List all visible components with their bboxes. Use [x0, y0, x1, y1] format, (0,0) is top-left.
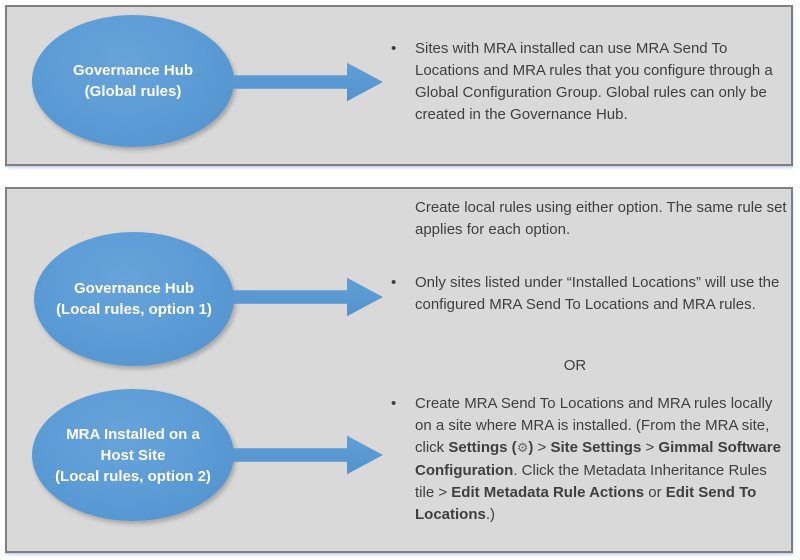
local-option1-bullet-text: Only sites listed under “Installed Locat…: [415, 274, 780, 313]
bullet-segment: . Click the Metadata Inheritance Rules t…: [415, 462, 767, 501]
or-separator-label: OR: [563, 357, 587, 374]
ellipse-label-line: Governance Hub: [73, 280, 195, 297]
arrow-right-icon: [233, 62, 383, 102]
local-option2-bullet-text: Create MRA Send To Locations and MRA rul…: [415, 393, 787, 526]
bullet-segment-bold: ): [528, 439, 534, 456]
bullet-segment: .): [485, 506, 496, 523]
global-rules-bullet: • Sites with MRA installed can use MRA S…: [391, 38, 781, 126]
bullet-segment-bold: Gimmal Software Configuration: [415, 439, 781, 479]
local-option1-bullet: • Only sites listed under “Installed Loc…: [391, 272, 781, 316]
mra-host-site-ellipse: MRA Installed on a Host Site (Local rule…: [32, 389, 234, 521]
settings-gear-icon: ⚙: [516, 441, 529, 456]
bullet-marker: •: [391, 40, 397, 57]
bullet-segment-bold: Settings (: [448, 439, 517, 456]
bullet-marker: •: [391, 274, 397, 291]
ellipse-label-line: Governance Hub: [72, 62, 194, 79]
bullet-segment-bold: Edit Metadata Rule Actions: [451, 484, 645, 501]
local-rules-intro-text: Create local rules using either option. …: [415, 199, 787, 238]
arrow-right-icon: [233, 435, 383, 475]
ellipse-label-line: (Global rules): [84, 83, 182, 100]
bullet-segment: Create MRA Send To Locations and MRA rul…: [415, 395, 773, 456]
bullet-segment: >: [533, 439, 551, 456]
bullet-segment: or: [644, 484, 666, 501]
ellipse-label-line: Host Site: [100, 446, 166, 464]
global-rules-panel: Governance Hub (Global rules) • Sites wi…: [5, 5, 793, 166]
ellipse-label-line: (Local rules, option 2): [55, 467, 211, 485]
bullet-marker: •: [391, 395, 397, 412]
arrow-right-icon: [233, 277, 383, 317]
global-rules-bullet-text: Sites with MRA installed can use MRA Sen…: [415, 40, 773, 123]
governance-hub-global-ellipse: Governance Hub (Global rules): [32, 15, 234, 147]
ellipse-label-line: (Local rules, option 1): [56, 301, 212, 318]
local-rules-panel: Create local rules using either option. …: [5, 187, 793, 553]
bullet-segment: >: [641, 439, 659, 456]
bullet-segment-bold: Site Settings: [550, 439, 642, 456]
ellipse-label-line: MRA Installed on a: [66, 425, 200, 443]
local-option2-bullet: • Create MRA Send To Locations and MRA r…: [391, 393, 787, 526]
bullet-segment-bold: Edit Send To Locations: [415, 484, 757, 523]
governance-hub-local-ellipse: Governance Hub (Local rules, option 1): [34, 232, 234, 366]
